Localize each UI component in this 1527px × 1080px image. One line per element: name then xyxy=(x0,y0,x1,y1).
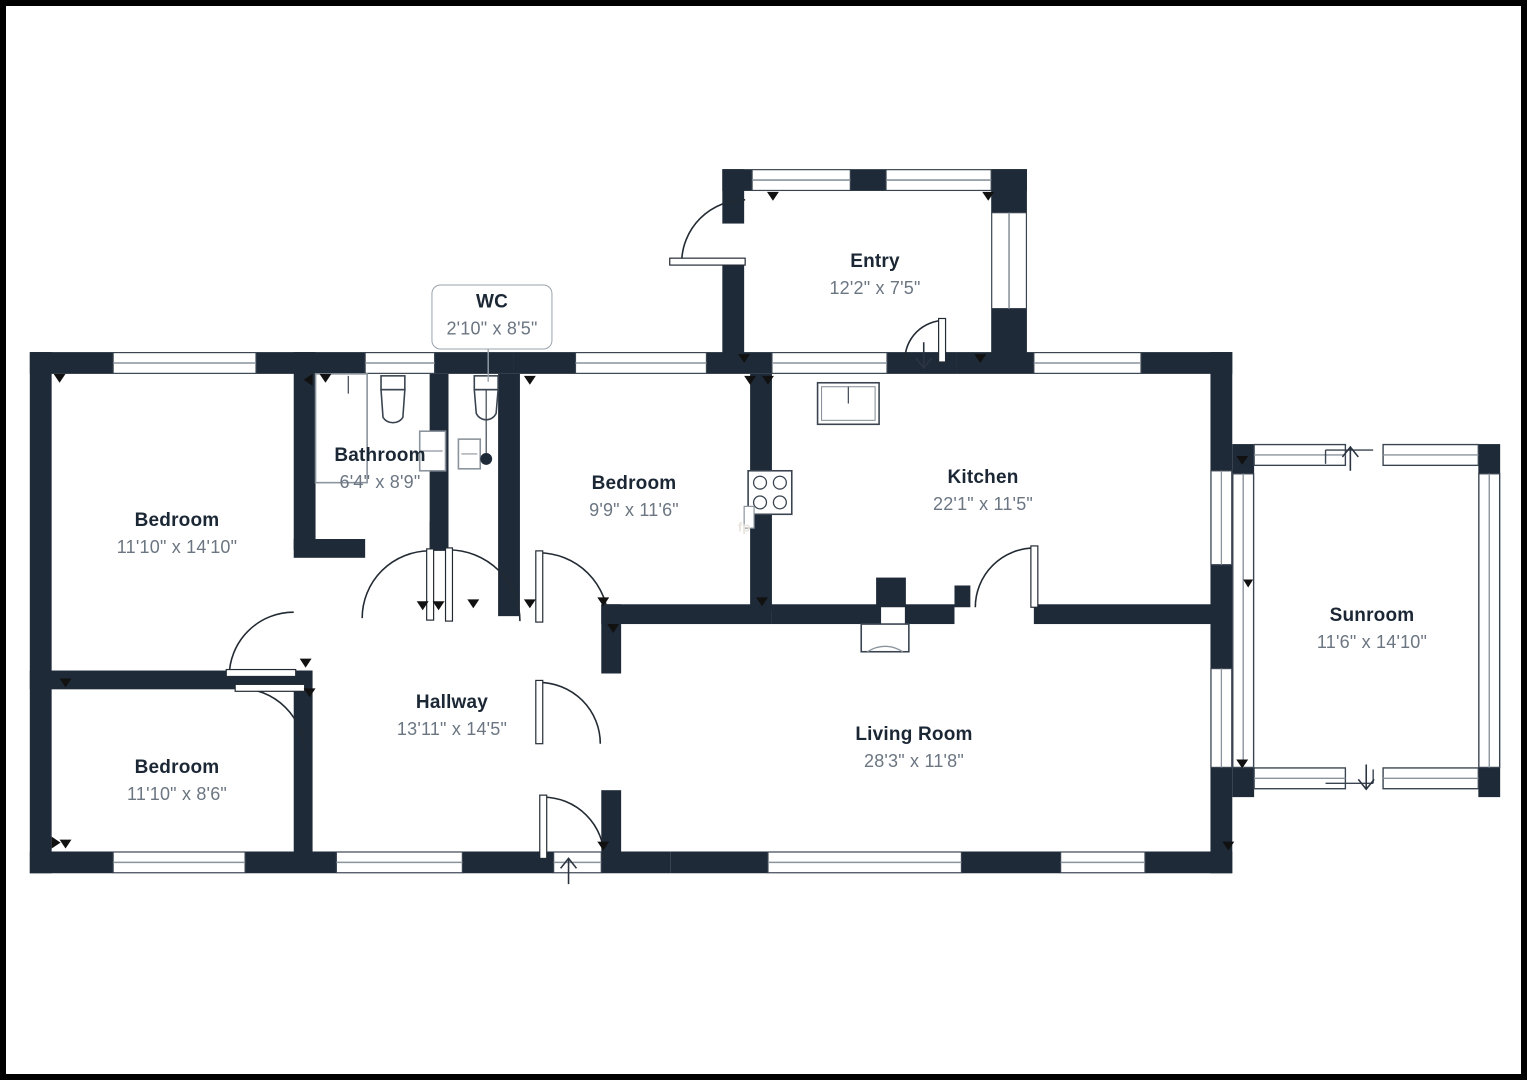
floor-plan-canvas: Bedroom 11'10" x 14'10" Bedroom 11'10" x… xyxy=(6,6,1521,1074)
door-icon xyxy=(974,545,1039,608)
window-icon xyxy=(335,851,463,874)
sliding-door-icon xyxy=(1210,667,1233,769)
door-icon xyxy=(361,548,435,621)
entry-arrow-icon xyxy=(1341,445,1359,471)
window-icon xyxy=(553,851,602,874)
wall-group xyxy=(29,169,1501,874)
door-group[interactable] xyxy=(225,199,1039,860)
toilet-icon xyxy=(380,375,406,424)
dimension-ticks xyxy=(51,191,1254,851)
window-icon xyxy=(885,169,992,192)
window-icon xyxy=(1060,851,1146,874)
window-icon xyxy=(991,212,1028,310)
door-icon xyxy=(234,683,306,754)
door-icon xyxy=(444,547,521,622)
window-icon xyxy=(112,851,246,874)
cabinet-icon xyxy=(457,438,482,470)
room-name: WC xyxy=(475,291,509,313)
door-icon xyxy=(535,550,610,623)
sliding-door-icon xyxy=(1324,449,1374,464)
room-dimensions: 2'10" x 8'5" xyxy=(446,318,538,339)
sliding-door-icon xyxy=(1210,470,1233,566)
entry-arrow-group xyxy=(559,342,1375,885)
wall-fitting-icon xyxy=(743,505,755,529)
entry-arrow-icon xyxy=(915,342,933,370)
window-icon xyxy=(1033,352,1142,374)
door-icon xyxy=(669,199,746,266)
floor-plan-drawing xyxy=(29,169,1501,885)
kitchen-sink-icon xyxy=(816,381,880,426)
entry-arrow-icon xyxy=(1357,764,1375,791)
bathtub-icon xyxy=(314,373,368,484)
entry-arrow-icon xyxy=(559,857,578,885)
door-icon xyxy=(904,317,947,363)
sliding-door-group[interactable] xyxy=(1210,470,1233,769)
window-icon xyxy=(112,352,257,374)
door-icon xyxy=(539,794,606,860)
fireplace-icon xyxy=(860,623,910,653)
door-icon xyxy=(535,679,602,745)
sunroom-glass-walls xyxy=(1232,443,1501,790)
room-callout-wc: WC 2'10" x 8'5" xyxy=(431,284,553,350)
window-icon xyxy=(767,851,963,874)
fixture-group xyxy=(314,373,910,653)
window-icon xyxy=(771,352,888,374)
sink-icon xyxy=(418,430,447,472)
window-icon xyxy=(751,169,851,192)
plumbing-icon xyxy=(480,389,493,465)
door-icon xyxy=(225,611,297,678)
stove-icon xyxy=(747,469,793,516)
window-icon xyxy=(364,352,436,374)
window-icon xyxy=(574,352,708,374)
window-group xyxy=(112,169,1146,874)
